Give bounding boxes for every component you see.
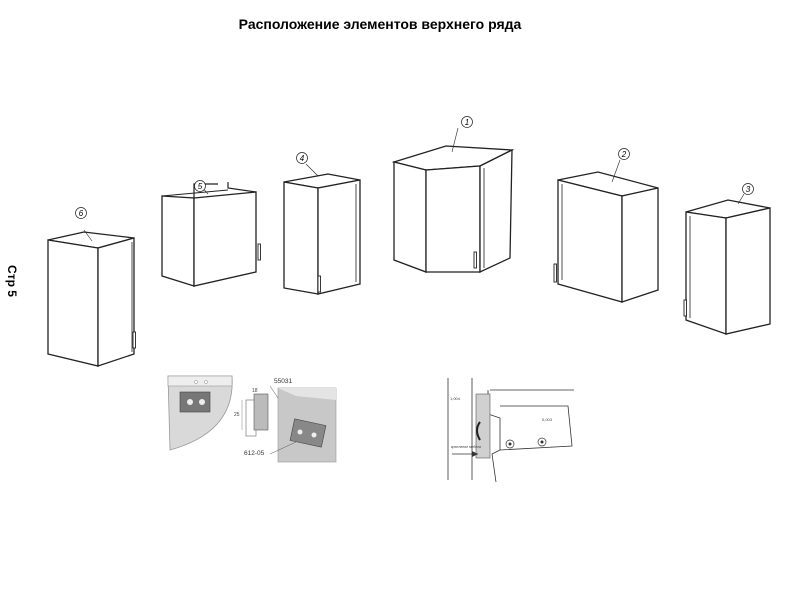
hanger-part-top: 55031 xyxy=(274,378,292,385)
cabinet-1: 1 xyxy=(391,116,515,274)
hanger-detail-illustration: 25 18 55031 612-05 xyxy=(167,375,337,463)
page-number-label: Стр 5 xyxy=(4,262,32,302)
cabinet-6: 6 xyxy=(47,207,136,367)
cabinet-3-number: 3 xyxy=(746,185,751,194)
section-label-right: 0,003 xyxy=(542,417,553,422)
hanger-dim-a: 25 xyxy=(234,412,240,418)
cabinet-2: 2 xyxy=(553,148,659,303)
section-label-left: 1,004 xyxy=(450,396,461,401)
cabinet-4-number: 4 xyxy=(300,154,305,163)
cabinet-2-number: 2 xyxy=(621,150,627,159)
page-title: Расположение элементов верхнего ряда xyxy=(238,16,522,32)
cabinet-5-number: 5 xyxy=(198,182,203,191)
cabinet-1-number: 1 xyxy=(465,118,469,127)
cabinet-5: 5 xyxy=(161,180,261,287)
section-label-arrow: крепление мебели xyxy=(451,445,481,449)
cabinet-4: 4 xyxy=(283,152,361,295)
hanger-part-bottom: 612-05 xyxy=(244,450,265,457)
hanger-dim-b: 18 xyxy=(252,388,258,394)
wall-mount-section-illustration: 1,004 0,003 крепление мебели xyxy=(447,378,574,482)
cabinet-6-number: 6 xyxy=(79,209,84,218)
page-number-text: Стр 5 xyxy=(4,265,19,297)
cabinet-3: 3 xyxy=(683,183,771,335)
